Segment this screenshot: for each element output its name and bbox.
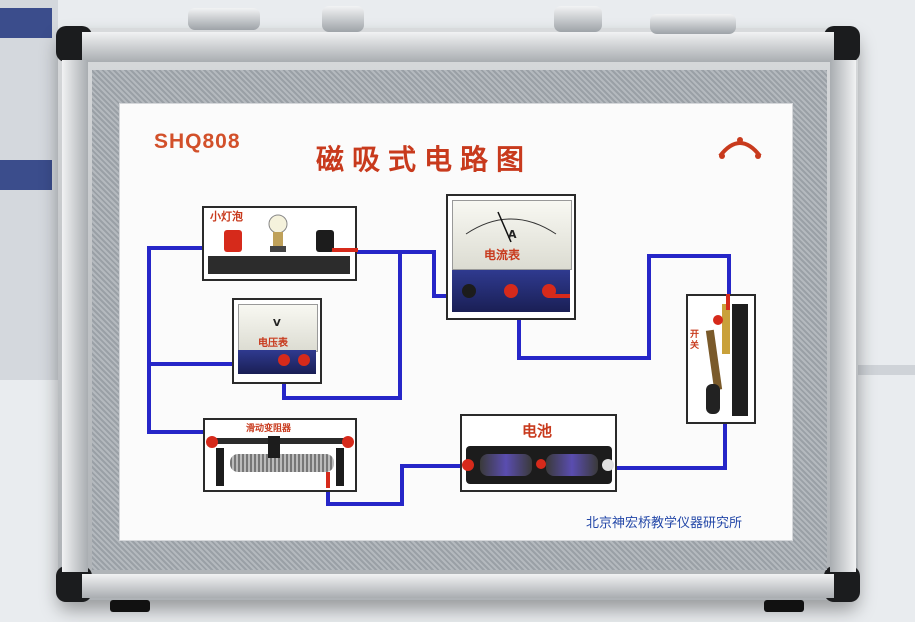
rheostat-slider[interactable]: [268, 436, 280, 458]
latch-right[interactable]: [650, 14, 736, 34]
wire-up-to-switch: [647, 254, 651, 360]
battery-label: 电池: [522, 422, 553, 440]
wire-left-vertical: [147, 246, 151, 434]
wire-center-vertical: [398, 250, 402, 400]
battery-terminal-mid[interactable]: [536, 459, 546, 469]
switch-label: 开关: [690, 330, 700, 351]
rheostat-coil: [230, 454, 334, 472]
cell-icon: [546, 454, 598, 476]
wire-bottom-to-switch: [517, 356, 649, 360]
wire-voltmeter-left: [147, 362, 235, 366]
wire-rheostat-left: [147, 430, 207, 434]
background-shelf-left: [0, 0, 58, 380]
wire-switch-bottom: [723, 420, 727, 470]
ammeter-terminal-1[interactable]: [504, 284, 518, 298]
wire-rheostat-drop: [326, 486, 330, 506]
rheostat-terminal-b[interactable]: [342, 436, 354, 448]
wire-ammeter-down: [517, 298, 521, 358]
background-shelf-right: [858, 365, 915, 375]
ammeter-face: [452, 200, 572, 270]
voltmeter-terminal-pos[interactable]: [278, 354, 290, 366]
wire-lamp-left: [147, 246, 207, 250]
case-top-rail: [82, 32, 834, 62]
wire-switch-top: [727, 254, 731, 298]
model-number: SHQ808: [154, 130, 241, 153]
case-foot-left: [110, 600, 150, 612]
background-shelf-left-item: [0, 8, 52, 38]
lamp-terminal-right[interactable]: [316, 230, 334, 252]
red-wire-stub: [726, 294, 730, 310]
wire-bottom-horizontal: [326, 502, 404, 506]
lamp-icon: [268, 214, 288, 252]
ammeter-unit: A: [508, 228, 517, 241]
lamp-terminal-left[interactable]: [224, 230, 242, 252]
cell-icon: [480, 454, 532, 476]
case-foot-right: [764, 600, 804, 612]
meter-needle-icon: [465, 211, 557, 243]
rheostat-leg-right: [336, 448, 344, 486]
case-bottom-rail: [82, 574, 834, 598]
rheostat-leg-left: [216, 448, 224, 486]
wire-top-right: [647, 254, 731, 258]
wire-battery-left: [400, 464, 464, 468]
wire-voltmeter-right: [282, 396, 402, 400]
knife-switch-icon[interactable]: [696, 300, 736, 420]
wire-ammeter-in: [432, 294, 450, 298]
voltmeter-unit: V: [273, 318, 281, 329]
background-shelf-left-item: [0, 160, 52, 190]
wire-to-ammeter: [432, 250, 436, 296]
red-wire-stub: [332, 248, 358, 252]
lamp-base: [208, 256, 350, 274]
red-wire-stub: [548, 294, 570, 298]
hinge-right: [554, 6, 602, 32]
lamp-label: 小灯泡: [210, 210, 243, 223]
battery-terminal-left[interactable]: [462, 459, 474, 471]
switch-base: [732, 304, 748, 416]
case-left-rail: [62, 60, 88, 572]
wire-voltmeter-drop: [282, 376, 286, 400]
board-title: 磁吸式电路图: [316, 143, 533, 176]
latch-left[interactable]: [188, 8, 260, 30]
ammeter-terminal-neg[interactable]: [462, 284, 476, 298]
battery-terminal-right[interactable]: [602, 459, 614, 471]
voltmeter-label: 电压表: [258, 338, 288, 349]
voltmeter-terminal-neg[interactable]: [298, 354, 310, 366]
rheostat-rail: [216, 438, 346, 444]
case-right-rail: [830, 60, 856, 572]
manufacturer-name: 北京神宏桥教学仪器研究所: [586, 516, 743, 531]
rheostat-label: 滑动变阻器: [246, 424, 292, 434]
red-wire-stub: [326, 472, 330, 488]
ammeter-label: 电流表: [484, 248, 521, 262]
wire-lamp-right: [356, 250, 436, 254]
hinge-left: [322, 6, 364, 32]
rheostat-terminal-a[interactable]: [206, 436, 218, 448]
wire-bottom-vertical: [400, 464, 404, 506]
wire-battery-right: [614, 466, 727, 470]
bridge-logo-icon: [718, 137, 762, 159]
